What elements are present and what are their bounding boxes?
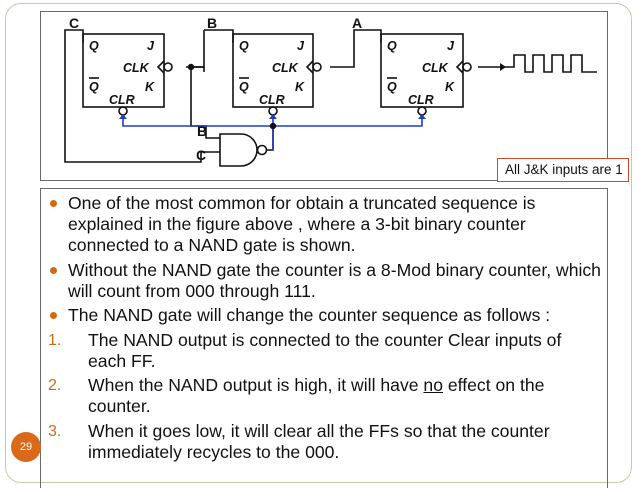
ff-c-j: J — [147, 39, 155, 53]
wire-b-to-clk — [186, 30, 205, 68]
clr-arrow-c — [119, 114, 127, 119]
wire-c-to-nand — [191, 151, 220, 163]
clr-bubble-b — [268, 106, 278, 116]
ff-a-k: K — [445, 80, 455, 94]
wire-a-output — [330, 29, 382, 68]
ff-a-qbar: Q — [387, 80, 397, 94]
numbered-text-underlined: no — [423, 375, 443, 395]
numbered-item: 1. The NAND output is connected to the c… — [47, 330, 603, 372]
junction-clear — [269, 122, 277, 130]
nand-bubble — [256, 144, 268, 156]
wire-c-output — [64, 29, 191, 163]
item-number: 3. — [48, 422, 62, 440]
clk-triangle-a — [455, 60, 464, 74]
clk-triangle-b — [305, 60, 314, 74]
output-label-c: C — [69, 15, 79, 31]
numbered-text-before: When the NAND output is high, it will ha… — [88, 375, 424, 395]
ff-c-clr: CLR — [109, 93, 135, 107]
clk-triangle-c — [156, 60, 165, 74]
numbered-item: 3. When it goes low, it will clear all t… — [47, 421, 603, 463]
wire-b-output — [204, 29, 234, 43]
ff-b-clk: CLK — [272, 61, 299, 75]
ff-b-clr: CLR — [259, 93, 285, 107]
clr-arrow-a — [418, 114, 426, 119]
output-label-b: B — [207, 15, 217, 31]
output-label-a: A — [352, 15, 362, 31]
numbered-item: 2. When the NAND output is high, it will… — [47, 375, 603, 417]
ff-c-clk: CLK — [123, 61, 150, 75]
ff-a-clk: CLK — [422, 61, 449, 75]
ff-a-j: J — [447, 39, 455, 53]
ff-c-qbar: Q — [89, 80, 99, 94]
clr-bubble-a — [417, 106, 427, 116]
nand-input-label-c: C — [196, 147, 206, 163]
clk-bubble-b — [312, 62, 322, 72]
ff-c-q: Q — [89, 39, 99, 53]
ff-c-k: K — [145, 80, 155, 94]
text-panel: One of the most common for obtain a trun… — [40, 188, 608, 488]
ff-b-qbar: Q — [239, 80, 249, 94]
inputs-note: All J&K inputs are 1 — [497, 158, 629, 182]
nand-gate — [219, 133, 258, 167]
ff-b-j: J — [297, 39, 305, 53]
clk-bubble-a — [462, 62, 472, 72]
bullet-dot-icon — [50, 312, 57, 319]
clr-bubble-c — [118, 106, 128, 116]
clk-bubble-c — [163, 62, 173, 72]
numbered-text: When it goes low, it will clear all the … — [88, 420, 550, 462]
junction-b — [187, 63, 195, 71]
bullet-item: One of the most common for obtain a trun… — [47, 193, 603, 256]
item-number: 1. — [48, 331, 62, 349]
clr-arrow-b — [269, 114, 277, 119]
bullet-dot-icon — [50, 200, 57, 207]
numbered-text-after: effect on the counter. — [88, 375, 545, 416]
item-number: 2. — [48, 377, 62, 394]
counter-diagram: Q Q J CLK K CLR Q Q J CLK K CLR Q Q J CL… — [40, 11, 629, 182]
bullet-item: The NAND gate will change the counter se… — [47, 305, 603, 326]
ff-b-k: K — [295, 80, 305, 94]
ff-a-q: Q — [387, 39, 397, 53]
content-list: One of the most common for obtain a trun… — [47, 193, 603, 466]
numbered-text: The NAND output is connected to the coun… — [88, 329, 562, 371]
circuit-svg: Q Q J CLK K CLR Q Q J CLK K CLR Q Q J CL… — [64, 15, 597, 167]
ff-b-q: Q — [239, 39, 249, 53]
nand-input-label-b: B — [197, 123, 207, 139]
ff-a-clr: CLR — [408, 93, 434, 107]
clock-arrow — [500, 63, 506, 71]
page-number-badge: 29 — [11, 432, 41, 462]
clock-waveform — [506, 54, 597, 73]
bullet-text: The NAND gate will change the counter se… — [68, 305, 551, 325]
bullet-text: One of the most common for obtain a trun… — [68, 193, 536, 255]
wire-nand-out — [267, 126, 274, 151]
bullet-dot-icon — [50, 266, 57, 274]
bullet-text: Without the NAND gate the counter is a 8… — [68, 259, 601, 301]
bullet-item: Without the NAND gate the counter is a 8… — [47, 260, 603, 302]
